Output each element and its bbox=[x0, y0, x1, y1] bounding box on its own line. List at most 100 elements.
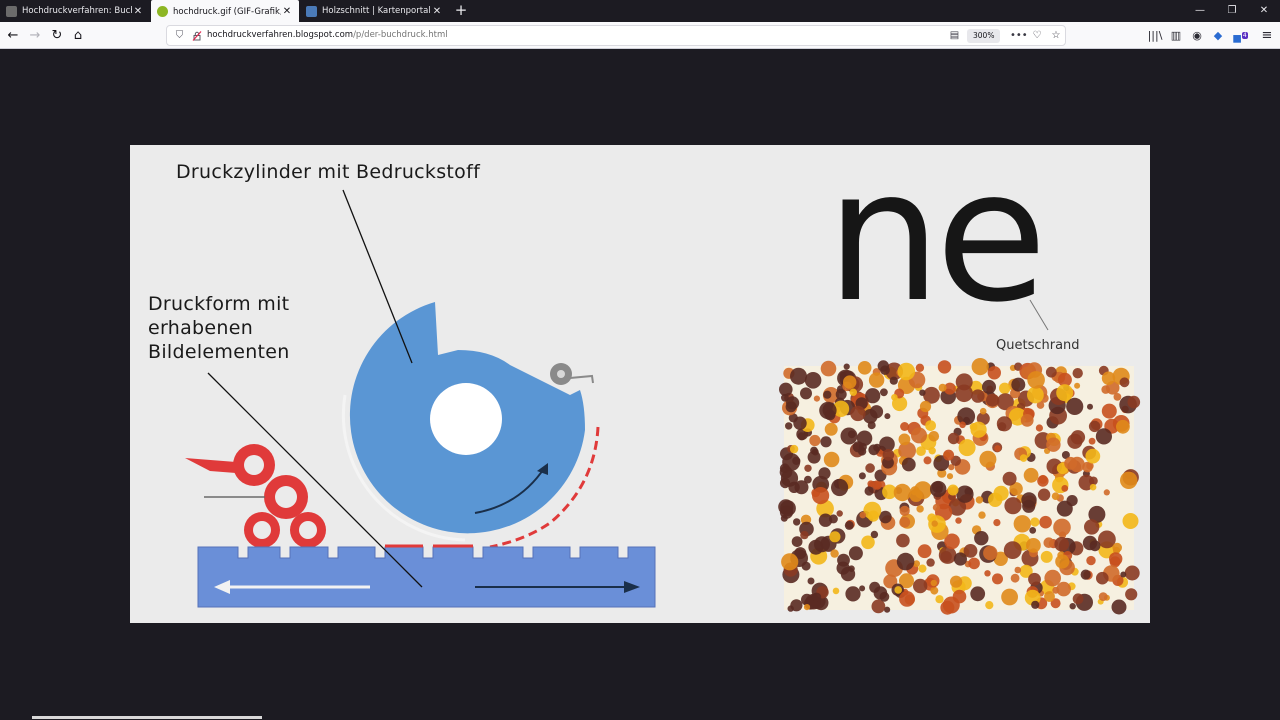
halftone-dot bbox=[1074, 382, 1081, 389]
image-favicon-icon bbox=[157, 6, 168, 17]
halftone-dot bbox=[898, 433, 911, 446]
insecure-lock-icon[interactable] bbox=[192, 31, 202, 41]
halftone-dot bbox=[823, 390, 832, 399]
halftone-dot bbox=[879, 510, 892, 524]
url-host: hochdruckverfahren.blogspot.com bbox=[207, 30, 354, 40]
extensions-badge-icon[interactable]: ■4 bbox=[1232, 32, 1248, 45]
label-druckform-line-2: erhabenen bbox=[148, 317, 254, 339]
halftone-dot bbox=[1086, 555, 1096, 566]
halftone-dot bbox=[864, 486, 874, 496]
label-druckform: Druckform mit erhabenen Bildelementen bbox=[148, 292, 290, 364]
halftone-dot bbox=[1027, 386, 1044, 404]
halftone-dot bbox=[926, 558, 935, 567]
tab-holzschnitt[interactable]: Holzschnitt | Kartenportal ✕ bbox=[300, 0, 449, 22]
app-menu-icon[interactable]: ≡ bbox=[1261, 28, 1273, 43]
halftone-dot bbox=[971, 358, 989, 376]
halftone-dot bbox=[781, 553, 799, 571]
restore-button[interactable]: ❐ bbox=[1227, 5, 1237, 16]
extension-badge-count: 4 bbox=[1241, 32, 1248, 39]
extension-icon[interactable]: ◆ bbox=[1213, 29, 1223, 42]
halftone-dot bbox=[955, 517, 962, 524]
halftone-dot bbox=[957, 407, 976, 426]
halftone-dot bbox=[1087, 403, 1093, 410]
label-druckzylinder: Druckzylinder mit Bedruckstoff bbox=[176, 161, 481, 183]
sidebar-icon[interactable]: ▥ bbox=[1170, 29, 1182, 42]
halftone-dot bbox=[1109, 552, 1123, 566]
home-button[interactable]: ⌂ bbox=[73, 28, 83, 43]
halftone-dot bbox=[1011, 377, 1026, 392]
pocket-icon[interactable]: ♡ bbox=[1032, 30, 1042, 41]
horizontal-scrollbar[interactable] bbox=[32, 716, 262, 719]
halftone-dot bbox=[896, 533, 910, 548]
halftone-dot bbox=[1046, 437, 1061, 452]
halftone-dot bbox=[1056, 581, 1071, 597]
halftone-dot bbox=[1111, 599, 1127, 615]
rotation-arrowhead bbox=[537, 463, 548, 475]
reload-button[interactable]: ↻ bbox=[51, 28, 63, 43]
halftone-dot bbox=[948, 464, 955, 471]
tab-close-icon[interactable]: ✕ bbox=[133, 5, 143, 17]
halftone-dot bbox=[985, 601, 994, 610]
halftone-dot bbox=[801, 561, 811, 571]
halftone-dot bbox=[850, 405, 866, 422]
library-icon[interactable]: |||\ bbox=[1147, 29, 1163, 42]
quetschrand-pointer-line bbox=[1029, 299, 1049, 331]
tab-hochdruckverfahren[interactable]: Hochdruckverfahren: Buchdruck ✕ bbox=[0, 0, 150, 22]
halftone-dot bbox=[901, 457, 916, 472]
halftone-dot bbox=[982, 379, 996, 394]
forward-button[interactable]: → bbox=[29, 28, 41, 43]
halftone-dot bbox=[859, 585, 866, 592]
halftone-dot bbox=[820, 436, 832, 448]
tab-hochdruck-gif[interactable]: hochdruck.gif (GIF-Grafik, 510 × ✕ bbox=[151, 0, 299, 23]
halftone-dot bbox=[1051, 492, 1060, 501]
halftone-dot bbox=[917, 544, 932, 559]
halftone-dot bbox=[916, 446, 926, 456]
halftone-dot bbox=[797, 432, 806, 441]
label-druckform-line-1: Druckform mit bbox=[148, 293, 290, 315]
displayed-image: Druckzylinder mit Bedruckstoff Druckform… bbox=[130, 145, 1150, 623]
halftone-dot bbox=[880, 365, 890, 375]
halftone-dot bbox=[812, 487, 830, 505]
roller-hole-3 bbox=[253, 521, 271, 539]
bookmark-star-icon[interactable]: ☆ bbox=[1051, 30, 1061, 41]
halftone-dot bbox=[869, 581, 881, 593]
halftone-dot bbox=[1035, 424, 1043, 432]
halftone-dot bbox=[913, 481, 932, 500]
halftone-dot bbox=[930, 579, 937, 587]
reader-view-icon[interactable]: ▤ bbox=[949, 30, 960, 41]
blog-favicon-icon bbox=[6, 5, 17, 17]
halftone-dot bbox=[882, 484, 897, 500]
halftone-dot bbox=[899, 516, 911, 528]
halftone-dot bbox=[915, 363, 925, 372]
halftone-dot bbox=[812, 592, 822, 602]
tab-close-icon[interactable]: ✕ bbox=[432, 5, 442, 17]
address-bar[interactable]: ⛉ hochdruckverfahren.blogspot.com/p/der-… bbox=[166, 25, 1066, 46]
tracking-protection-shield-icon[interactable]: ⛉ bbox=[175, 30, 184, 41]
halftone-dot bbox=[1019, 564, 1033, 578]
halftone-dot bbox=[869, 405, 884, 419]
halftone-dot bbox=[779, 382, 793, 397]
halftone-dot bbox=[948, 498, 967, 516]
halftone-dot bbox=[1023, 467, 1039, 483]
tab-close-icon[interactable]: ✕ bbox=[282, 6, 292, 17]
halftone-dot bbox=[1039, 515, 1052, 529]
new-tab-button[interactable]: + bbox=[454, 1, 468, 19]
halftone-dot bbox=[955, 384, 973, 403]
account-icon[interactable]: ◉ bbox=[1192, 29, 1202, 42]
halftone-dot bbox=[919, 389, 926, 396]
halftone-dot bbox=[894, 586, 902, 594]
halftone-dot bbox=[843, 375, 857, 389]
halftone-dot bbox=[865, 463, 875, 473]
halftone-dot bbox=[829, 531, 841, 543]
back-button[interactable]: ← bbox=[7, 28, 19, 43]
halftone-dot bbox=[828, 514, 838, 524]
minimize-button[interactable]: — bbox=[1195, 5, 1205, 16]
halftone-dot bbox=[1061, 485, 1069, 492]
page-actions-more-icon[interactable]: ••• bbox=[1010, 30, 1028, 41]
halftone-dot bbox=[1013, 515, 1031, 533]
close-window-button[interactable]: ✕ bbox=[1259, 5, 1269, 16]
halftone-dot bbox=[937, 360, 952, 374]
url-text[interactable]: hochdruckverfahren.blogspot.com/p/der-bu… bbox=[207, 30, 448, 40]
halftone-dot bbox=[956, 485, 974, 503]
zoom-level-button[interactable]: 300% bbox=[967, 29, 1001, 43]
